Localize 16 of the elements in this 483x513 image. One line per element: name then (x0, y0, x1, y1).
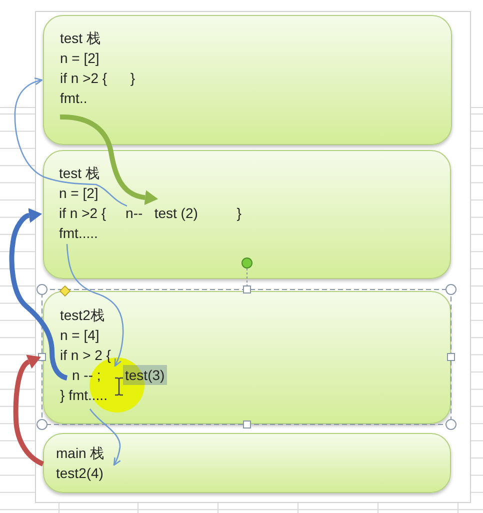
code-line: fmt.. (60, 89, 88, 108)
heading: test 栈 (60, 29, 100, 48)
rounded-box (43, 433, 451, 493)
heading: main 栈 (56, 444, 104, 463)
curved-arrow (60, 114, 158, 204)
rounded-box (43, 15, 452, 145)
curved-arrow (14, 78, 128, 207)
code-line: if n >2 { n-- test (2) } (59, 204, 242, 223)
code-line: n = [2] (60, 49, 100, 68)
code-line: if n >2 { } (60, 69, 136, 88)
rounded-box (43, 150, 451, 279)
heading: test 栈 (59, 164, 100, 183)
code-line: fmt..... (59, 224, 98, 243)
code-line: n = [2] (59, 184, 98, 203)
code-line: test2(4) (56, 464, 104, 483)
curved-arrow (13, 354, 44, 466)
